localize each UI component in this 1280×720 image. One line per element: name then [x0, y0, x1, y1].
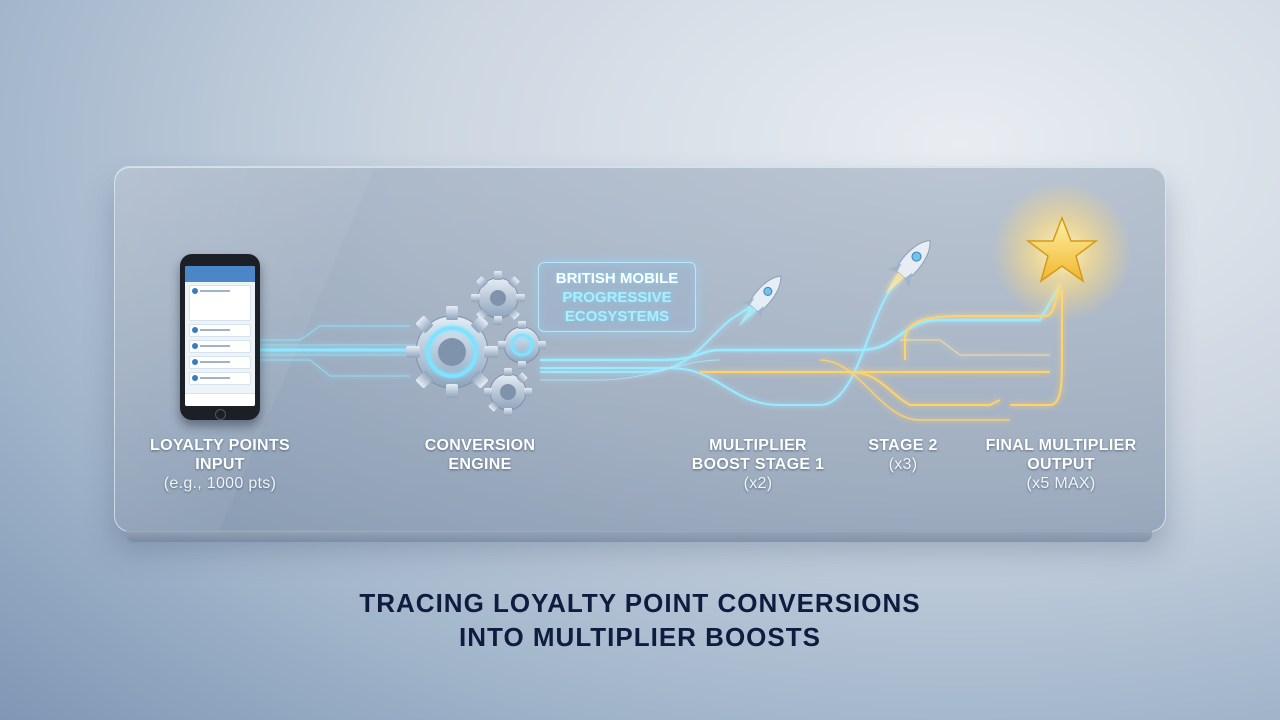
phone-card [189, 285, 251, 321]
star-icon [992, 182, 1132, 322]
phone-nav-bar [185, 393, 255, 406]
rocket-icon [885, 240, 931, 295]
stage-boost1-label: MULTIPLIER BOOST STAGE 1 (x2) [668, 436, 848, 493]
stage-2-sub: (x3) [888, 456, 918, 473]
brand-line-3: ECOSYSTEMS [564, 308, 670, 325]
stage-boost1-sub: (x2) [743, 475, 773, 492]
gears-icon [406, 271, 546, 416]
phone-row [189, 340, 251, 353]
stage-final-sub: (x5 MAX) [1026, 475, 1096, 492]
stage-2-title: STAGE 2 [868, 437, 938, 454]
stage-input-title-1: LOYALTY POINTS [150, 437, 290, 454]
input-flow-lines [258, 325, 420, 377]
stage-final-title-1: FINAL MULTIPLIER [985, 437, 1137, 454]
phone-row [189, 324, 251, 337]
stage-boost1-title-2: BOOST STAGE 1 [691, 456, 825, 473]
stage-input-title-2: INPUT [195, 456, 245, 473]
brand-line-1: BRITISH MOBILE [555, 270, 679, 287]
stage-input-label: LOYALTY POINTS INPUT (e.g., 1000 pts) [130, 436, 310, 493]
stage-engine-label: CONVERSION ENGINE [390, 436, 570, 474]
stage-input-sub: (e.g., 1000 pts) [163, 475, 277, 492]
phone-row [189, 372, 251, 385]
stage-engine-title-2: ENGINE [448, 456, 512, 473]
smartphone-icon [180, 254, 260, 420]
stage-engine-title-1: CONVERSION [424, 437, 536, 454]
phone-app-header [185, 266, 255, 282]
stage-boost1-title-1: MULTIPLIER [709, 437, 807, 454]
stage-2-label: STAGE 2 (x3) [848, 436, 958, 474]
rocket-icon [738, 275, 782, 327]
home-button [215, 409, 226, 420]
stage-final-title-2: OUTPUT [1027, 456, 1095, 473]
diagram-caption: TRACING LOYALTY POINT CONVERSIONS INTO M… [0, 586, 1280, 654]
panel-base [126, 530, 1152, 542]
caption-line-2: INTO MULTIPLIER BOOSTS [459, 622, 821, 652]
caption-line-1: TRACING LOYALTY POINT CONVERSIONS [359, 588, 921, 618]
phone-screen [185, 266, 255, 406]
brand-label-box: BRITISH MOBILE PROGRESSIVE ECOSYSTEMS [538, 262, 696, 332]
brand-line-2: PROGRESSIVE [562, 289, 672, 306]
phone-row [189, 356, 251, 369]
stage-final-label: FINAL MULTIPLIER OUTPUT (x5 MAX) [970, 436, 1152, 493]
